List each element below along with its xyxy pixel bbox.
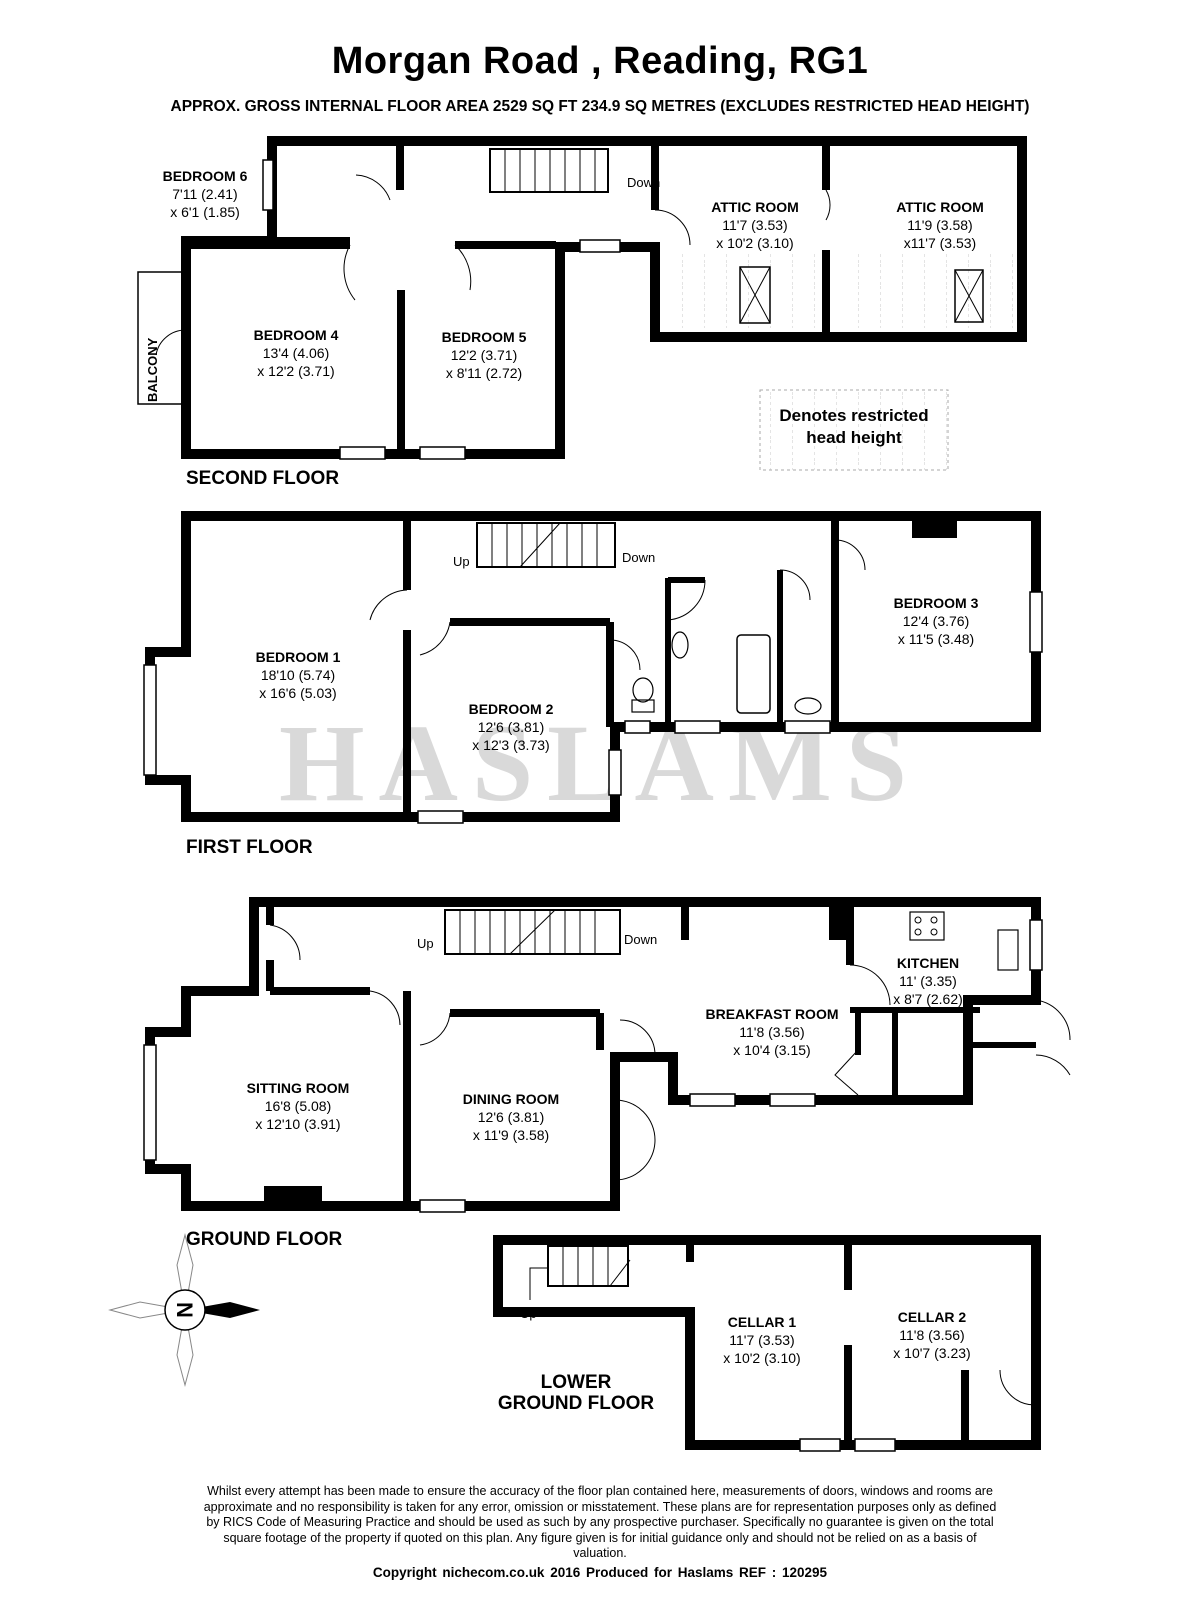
kitchen-name: KITCHEN [897,955,959,971]
bedroom5-dim1: 12'2 (3.71) [451,347,518,363]
bedroom3-dim1: 12'4 (3.76) [903,613,970,629]
bedroom1-name: BEDROOM 1 [256,649,341,665]
disclaimer-text: Whilst every attempt has been made to en… [203,1484,997,1560]
dining-room-dim1: 12'6 (3.81) [478,1109,545,1125]
breakfast-room-dim1: 11'8 (3.56) [739,1024,804,1040]
bedroom3-dim2: x 11'5 (3.48) [898,631,974,647]
cellar1-dim2: x 10'2 (3.10) [723,1350,800,1366]
bedroom1-dim2: x 16'6 (5.03) [259,685,336,701]
second-floor-title: SECOND FLOOR [186,468,339,489]
sitting-room-dim1: 16'8 (5.08) [265,1098,332,1114]
attic2-dim2: x11'7 (3.53) [904,235,976,251]
ground-floor-up-label: Up [417,936,434,951]
attic1-name: ATTIC ROOM [711,199,799,215]
copyright-line: Copyright nichecom.co.uk 2016 Produced f… [372,1565,828,1580]
sitting-room-dim2: x 12'10 (3.91) [255,1116,340,1132]
restricted-height-legend: Denotes restricted head height [759,389,949,471]
bedroom4-dim1: 13'4 (4.06) [263,345,330,361]
legend-line-1: Denotes restricted [779,406,928,425]
ground-floor-plan [143,897,1071,1213]
room-labels: BEDROOM 6 7'11 (2.41) x 6'1 (1.85) ATTIC… [163,168,984,1366]
second-floor-down-label: Down [627,175,660,190]
bedroom1-dim1: 18'10 (5.74) [261,667,335,683]
breakfast-room-name: BREAKFAST ROOM [706,1006,839,1022]
balcony-label: BALCONY [145,337,160,402]
ground-floor-title: GROUND FLOOR [186,1229,342,1250]
first-floor-plan [143,511,1043,824]
kitchen-dim2: x 8'7 (2.62) [893,991,963,1007]
cellar2-dim2: x 10'7 (3.23) [893,1345,970,1361]
stair-labels: Down Up Down Up Down Up BALCONY [145,175,660,1321]
lower-ground-title-line2: GROUND FLOOR [498,1393,654,1414]
attic1-dim1: 11'7 (3.53) [722,217,787,233]
floor-area-note: APPROX. GROSS INTERNAL FLOOR AREA 2529 S… [170,98,1030,115]
attic2-dim1: 11'9 (3.58) [907,217,972,233]
dining-room-dim2: x 11'9 (3.58) [473,1127,549,1143]
bedroom5-name: BEDROOM 5 [442,329,527,345]
compass-n-label: N [172,1302,197,1318]
second-floor-plan [137,136,1027,460]
bedroom2-dim1: 12'6 (3.81) [478,719,545,735]
lower-ground-up-label: Up [520,1306,537,1321]
legend-line-2: head height [806,428,902,447]
dining-room-name: DINING ROOM [463,1091,559,1107]
cellar1-dim1: 11'7 (3.53) [729,1332,794,1348]
bedroom3-name: BEDROOM 3 [894,595,979,611]
cellar2-dim1: 11'8 (3.56) [899,1327,964,1343]
first-floor-title: FIRST FLOOR [186,837,313,858]
ground-floor-down-label: Down [624,932,657,947]
compass-rose: N [108,1233,260,1387]
bedroom6-dim1: 7'11 (2.41) [172,186,237,202]
breakfast-room-dim2: x 10'4 (3.15) [733,1042,810,1058]
bedroom5-dim2: x 8'11 (2.72) [446,365,522,381]
kitchen-dim1: 11' (3.35) [899,973,957,989]
floor-titles: SECOND FLOOR FIRST FLOOR GROUND FLOOR LO… [186,468,654,1414]
sitting-room-name: SITTING ROOM [247,1080,350,1096]
attic1-dim2: x 10'2 (3.10) [716,235,793,251]
bedroom2-name: BEDROOM 2 [469,701,554,717]
attic2-name: ATTIC ROOM [896,199,984,215]
bedroom4-dim2: x 12'2 (3.71) [257,363,334,379]
first-floor-up-label: Up [453,554,470,569]
bedroom2-dim2: x 12'3 (3.73) [472,737,549,753]
lower-ground-floor-plan [493,1235,1041,1452]
bedroom4-name: BEDROOM 4 [254,327,339,343]
lower-ground-title-line1: LOWER [541,1372,612,1393]
first-floor-down-label: Down [622,550,655,565]
bedroom6-name: BEDROOM 6 [163,168,248,184]
cellar2-name: CELLAR 2 [898,1309,967,1325]
page-title: Morgan Road , Reading, RG1 [331,40,869,82]
cellar1-name: CELLAR 1 [728,1314,797,1330]
bedroom6-dim2: x 6'1 (1.85) [170,204,240,220]
